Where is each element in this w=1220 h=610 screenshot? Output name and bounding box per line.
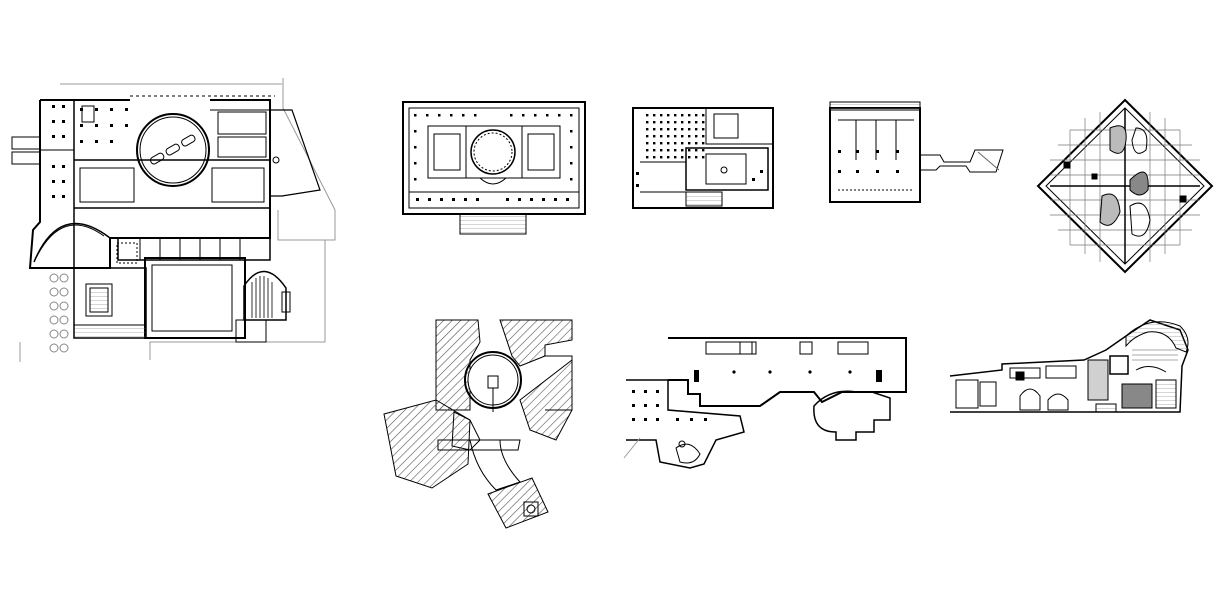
plan-hatched-drum (384, 320, 572, 528)
plan-long-strip (950, 320, 1188, 412)
plan-diamond (1038, 100, 1212, 272)
plan-classical-rotunda (403, 102, 585, 234)
plan-rect-with-wing (830, 102, 1003, 202)
plan-grid-gallery (633, 108, 773, 208)
plan-complex-large (12, 78, 335, 362)
plan-long-curved (624, 338, 906, 468)
